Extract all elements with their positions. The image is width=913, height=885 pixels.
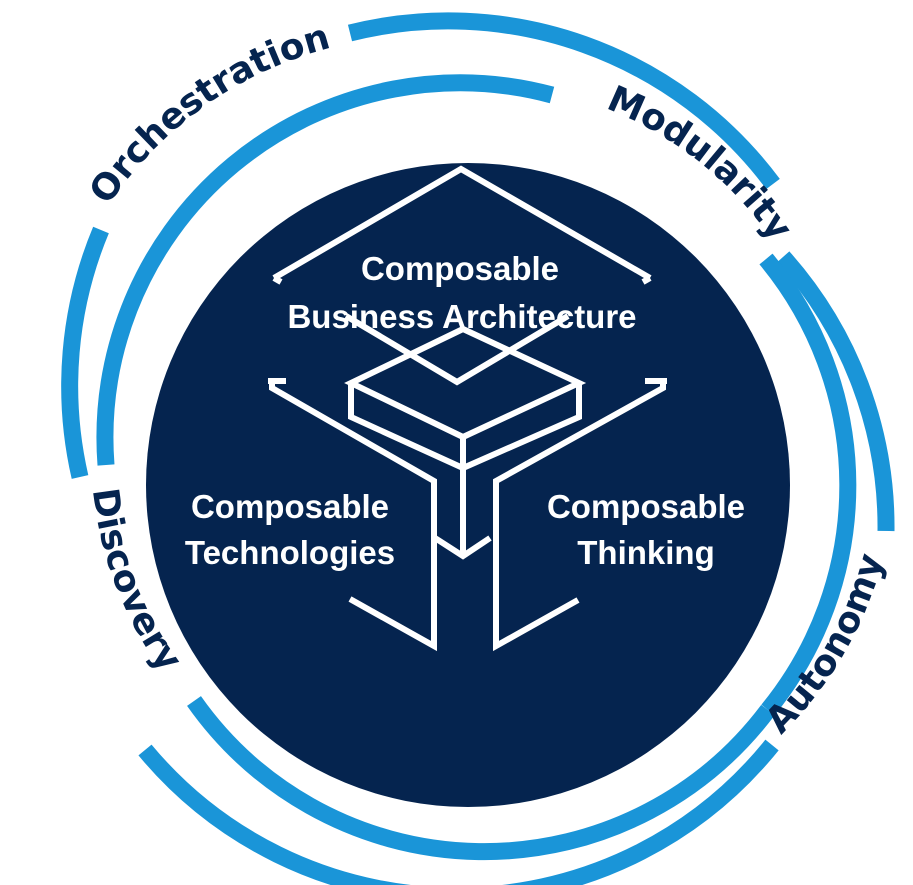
label-business-architecture-line2: Business Architecture <box>287 298 636 335</box>
inner-ring-arc-right <box>759 253 857 716</box>
top-frame-right-end <box>641 275 652 285</box>
outer-ring <box>61 12 895 885</box>
right-bracket <box>493 379 666 652</box>
cube-lineart <box>268 165 667 652</box>
outer-ring-arc-bottom <box>138 739 779 885</box>
outer-ring-arc-top <box>347 12 780 190</box>
inner-ring <box>96 74 857 861</box>
inner-ring-arc-bottom <box>187 696 775 861</box>
inner-ring-arc-top-left <box>96 74 555 466</box>
top-frame-lower <box>344 313 570 386</box>
ring-word-autonomy: Autonomy <box>758 549 892 741</box>
cube-left-side <box>348 383 466 556</box>
top-frame-upper <box>272 165 652 281</box>
label-technologies-line2: Technologies <box>185 534 395 571</box>
label-thinking-line2: Thinking <box>577 534 714 571</box>
cube-bottom <box>433 535 492 560</box>
left-bracket <box>269 379 437 652</box>
outer-ring-arc-right <box>776 251 895 532</box>
core-labels: Composable Business Architecture Composa… <box>185 250 745 571</box>
label-technologies-line1: Composable <box>191 488 389 525</box>
outer-ring-arc-left <box>61 226 109 479</box>
label-thinking-line1: Composable <box>547 488 745 525</box>
core-circle <box>146 163 790 807</box>
top-frame-left-end <box>272 275 283 285</box>
label-business-architecture-line1: Composable <box>361 250 559 287</box>
cube-right-side <box>461 383 582 471</box>
